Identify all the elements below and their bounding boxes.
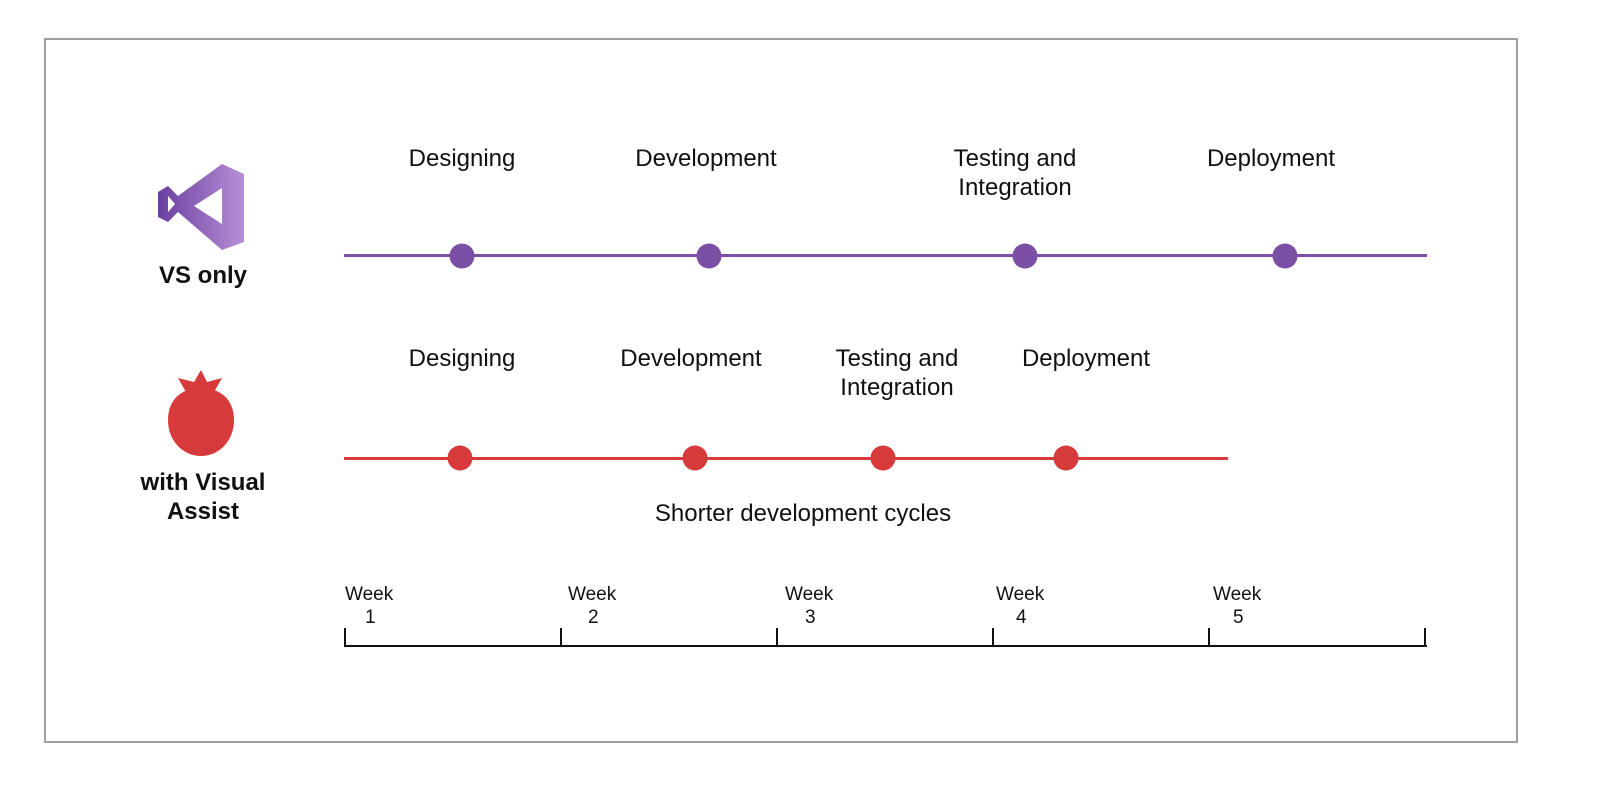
vs-milestone-designing [449,243,475,269]
vs-stage-deployment: Deployment [1206,145,1336,172]
vs-milestone-deployment [1272,243,1298,269]
vs-stage-development: Development [635,145,777,172]
week-tick [1424,628,1426,647]
week-axis-line [344,645,1427,647]
vs-milestone-testing [1012,243,1038,269]
vs-timeline-line [344,254,1427,257]
vs-milestone-development [696,243,722,269]
va-stage-deployment: Deployment [1021,345,1151,372]
week-tick [992,628,994,647]
va-stage-development: Development [620,345,762,372]
va-milestone-development [682,445,708,471]
va-milestone-testing [870,445,896,471]
week-tick [344,628,346,647]
visual-studio-icon [158,164,244,250]
va-row-label: with Visual Assist [140,469,266,525]
vs-stage-designing: Designing [408,145,516,172]
diagram-frame [44,38,1518,743]
va-timeline-line [344,457,1228,460]
tomato-icon [168,370,234,456]
va-milestone-deployment [1053,445,1079,471]
week-tick [560,628,562,647]
va-caption: Shorter development cycles [654,500,952,527]
va-milestone-designing [447,445,473,471]
week-tick [776,628,778,647]
vs-row-label: VS only [158,262,248,289]
va-stage-designing: Designing [408,345,516,372]
week-tick [1208,628,1210,647]
